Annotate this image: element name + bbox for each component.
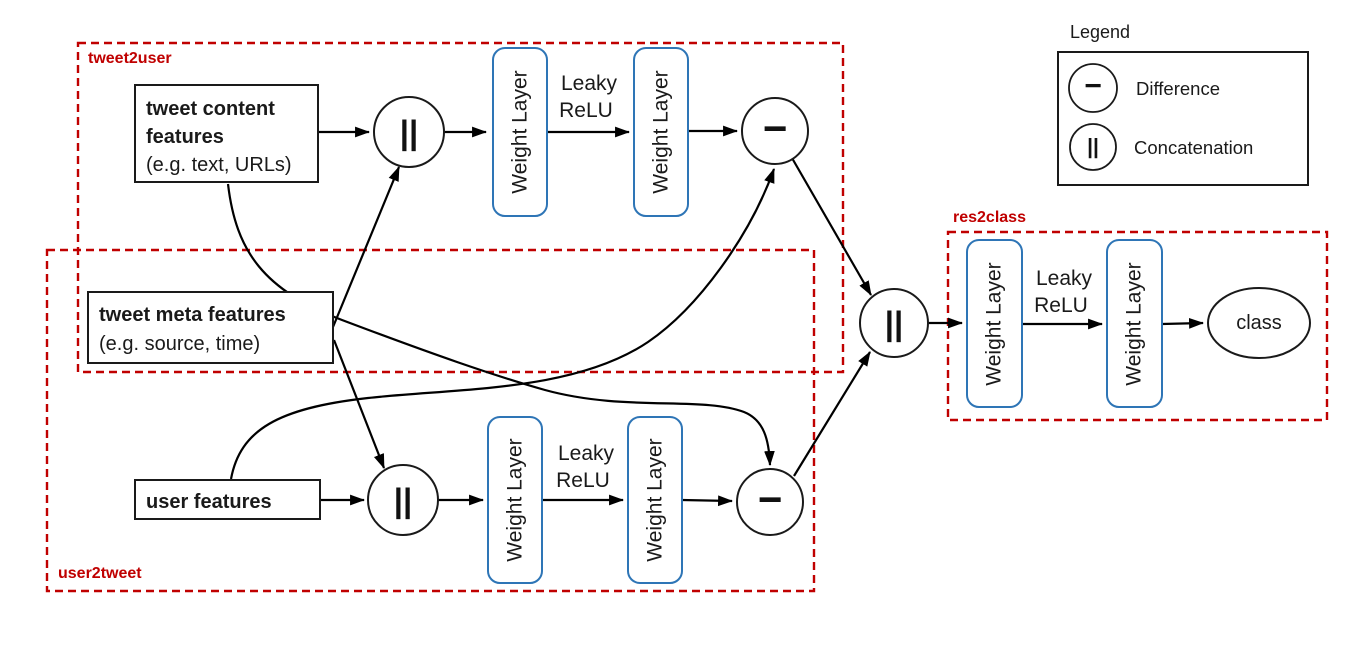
weight-layer-3-label: Weight Layer: [504, 438, 527, 561]
node-concatenation-bottom: [367, 464, 439, 536]
legend-title: Legend: [1070, 22, 1130, 42]
weight-layer-4-label: Weight Layer: [644, 438, 667, 561]
node-weight-layer-2: [633, 47, 689, 217]
legend-difference-label: Difference: [1136, 78, 1220, 99]
leaky-relu-bottom-line1: Leaky: [558, 442, 615, 465]
edge-meta-to-concat1: [331, 166, 401, 328]
user-features-label: user features: [146, 491, 272, 513]
legend-concatenation-circle: [1069, 123, 1117, 171]
tweet-meta-features-line1: tweet meta features: [99, 304, 286, 326]
weight-layer-5-label: Weight Layer: [983, 262, 1006, 385]
node-weight-layer-6: [1106, 239, 1163, 408]
difference-icon: −: [758, 476, 783, 523]
node-weight-layer-3: [487, 416, 543, 584]
concatenation-icon: ||: [1087, 136, 1099, 159]
node-difference-top: [741, 97, 809, 165]
leaky-relu-top-line2: ReLU: [559, 99, 613, 122]
tweet-content-features-line2: features: [146, 126, 224, 148]
legend-concatenation-label: Concatenation: [1134, 137, 1253, 158]
leaky-relu-top-line1: Leaky: [561, 72, 618, 95]
edge-wl6-to-class: [1161, 317, 1205, 329]
leaky-relu-res-line2: ReLU: [1034, 294, 1088, 317]
edge-meta-to-concat2: [332, 339, 386, 469]
edge-diff2-to-concat3: [793, 351, 871, 477]
node-tweet-meta-features: [87, 291, 334, 364]
weight-layer-1-label: Weight Layer: [509, 70, 532, 193]
node-class: [1207, 287, 1311, 359]
node-user-features: [134, 479, 321, 520]
weight-layer-6-label: Weight Layer: [1123, 262, 1146, 385]
concatenation-icon: ||: [400, 114, 418, 151]
group-res2class-border: [946, 230, 1329, 422]
weight-layer-2-label: Weight Layer: [650, 70, 673, 193]
difference-icon: −: [1084, 70, 1102, 103]
edge-user-to-diff1: [229, 167, 776, 480]
leaky-relu-res-line1: Leaky: [1036, 267, 1093, 290]
group-res2class-label: res2class: [953, 209, 1026, 226]
group-tweet2user-border: [76, 41, 845, 374]
difference-icon: −: [763, 105, 788, 152]
node-weight-layer-5: [966, 239, 1023, 408]
edge-diff1-to-concat3: [791, 157, 872, 296]
edge-wl4-to-diff2: [681, 495, 734, 507]
group-user2tweet-label: user2tweet: [58, 565, 142, 582]
legend-difference-circle: [1068, 63, 1118, 113]
node-weight-layer-4: [627, 416, 683, 584]
group-user2tweet-border: [45, 248, 816, 593]
node-difference-bottom: [736, 468, 804, 536]
concatenation-icon: ||: [394, 482, 412, 519]
tweet-content-features-line3: (e.g. text, URLs): [146, 154, 292, 176]
node-tweet-content-features: [134, 84, 319, 183]
tweet-content-features-line1: tweet content: [146, 98, 275, 120]
leaky-relu-bottom-line2: ReLU: [556, 469, 610, 492]
node-weight-layer-1: [492, 47, 548, 217]
class-label: class: [1236, 312, 1282, 334]
node-concatenation-main: [859, 288, 929, 358]
group-tweet2user-label: tweet2user: [88, 50, 172, 67]
node-concatenation-top: [373, 96, 445, 168]
tweet-meta-features-line2: (e.g. source, time): [99, 333, 260, 355]
concatenation-icon: ||: [885, 305, 903, 342]
